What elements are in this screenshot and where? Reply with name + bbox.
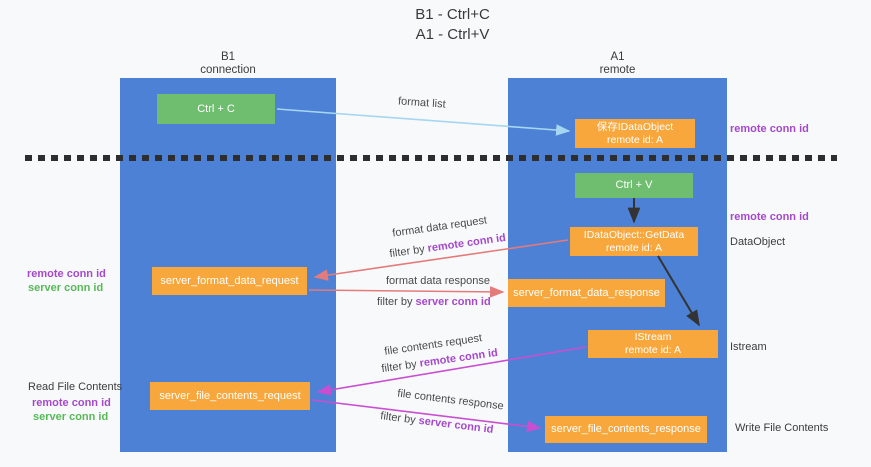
node-save-idataobject-line1: 保存IDataObject	[596, 120, 674, 133]
node-ctrl-v-label: Ctrl + V	[615, 179, 653, 191]
label-filter-server-1: filter by server conn id	[377, 296, 491, 308]
lane-b1-name: B1	[220, 51, 236, 63]
server-conn-id-text: server conn id	[417, 414, 495, 436]
label-left-server-conn-id-2: server conn id	[33, 411, 109, 423]
label-left-server-conn-id-1: server conn id	[28, 282, 104, 294]
label-right-remote-conn-id-top: remote conn id	[730, 123, 809, 135]
node-istream: IStream remote id: A	[588, 330, 718, 358]
label-dataobject: DataObject	[730, 236, 786, 248]
node-ctrl-c-label: Ctrl + C	[197, 102, 235, 115]
label-read-file-contents: Read File Contents	[28, 381, 123, 393]
phase-separator-line	[25, 155, 837, 161]
arrow-format-data-response	[308, 286, 505, 298]
server-conn-id-text: server conn id	[415, 296, 491, 308]
filter-by-text: filter by	[380, 357, 421, 376]
node-idataobject-getdata: IDataObject::GetData remote id: A	[570, 227, 698, 256]
lane-header-b1: B1 connection	[120, 51, 336, 77]
title-line-1: B1 - Ctrl+C	[415, 6, 490, 23]
label-right-remote-conn-id-mid: remote conn id	[730, 211, 809, 223]
lane-a1-name: A1	[610, 51, 625, 63]
node-server-file-contents-request: server_file_contents_request	[150, 382, 310, 410]
label-write-file-contents: Write File Contents	[735, 422, 829, 434]
node-server-format-data-response: server_format_data_response	[508, 279, 665, 307]
lane-b1-role: connection	[200, 64, 256, 76]
label-format-data-response: format data response	[386, 275, 490, 287]
node-save-idataobject: 保存IDataObject remote id: A	[575, 119, 695, 148]
node-server-format-data-request: server_format_data_request	[152, 267, 307, 295]
label-filter-server-2: filter by server conn id	[380, 410, 494, 436]
node-format-request-label: server_format_data_request	[160, 274, 299, 287]
filter-by-text: filter by	[379, 410, 420, 427]
node-getdata-line2: remote id: A	[605, 241, 663, 254]
node-file-response-label: server_file_contents_response	[551, 423, 701, 435]
lane-header-a1: A1 remote	[508, 51, 727, 77]
title-line-2: A1 - Ctrl+V	[415, 26, 490, 43]
label-file-contents-response: file contents response	[396, 387, 505, 413]
node-save-idataobject-line2: remote id: A	[606, 133, 664, 146]
node-server-file-contents-response: server_file_contents_response	[545, 416, 707, 443]
filter-by-text: filter by	[388, 242, 429, 261]
node-ctrl-v: Ctrl + V	[575, 173, 693, 198]
node-file-request-label: server_file_contents_request	[159, 389, 301, 402]
label-left-remote-conn-id-1: remote conn id	[27, 268, 106, 280]
node-format-response-label: server_format_data_response	[513, 286, 660, 299]
label-istream: Istream	[730, 341, 767, 353]
remote-conn-id-text: remote conn id	[426, 231, 507, 255]
node-getdata-line1: IDataObject::GetData	[583, 228, 685, 241]
label-format-list: format list	[397, 95, 447, 111]
node-istream-line1: IStream	[634, 331, 672, 343]
diagram-title: B1 - Ctrl+C A1 - Ctrl+V	[330, 5, 575, 45]
lane-a1-role: remote	[599, 64, 636, 76]
filter-by-text: filter by	[377, 296, 416, 308]
node-ctrl-c: Ctrl + C	[157, 94, 275, 124]
node-istream-line2: remote id: A	[624, 344, 682, 356]
label-left-remote-conn-id-2: remote conn id	[32, 397, 111, 409]
